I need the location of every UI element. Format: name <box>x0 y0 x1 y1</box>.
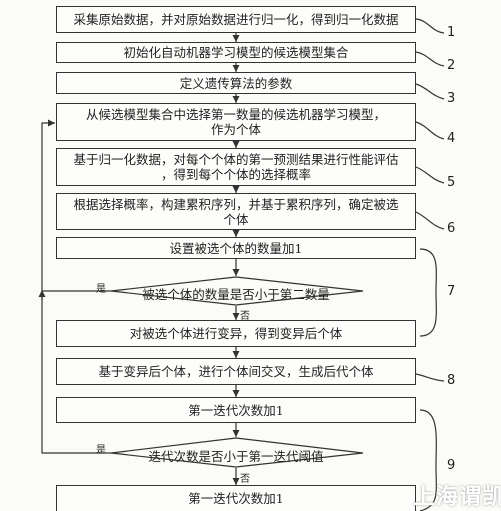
step-number-9: 9 <box>447 458 456 473</box>
step-7a-box: 设置被选个体的数量加1 <box>56 237 416 259</box>
step-number-2: 2 <box>447 58 456 73</box>
step-8-box: 基于变异后个体，进行个体间交叉，生成后代个体 <box>56 358 416 385</box>
step-number-1: 1 <box>447 25 456 40</box>
step-9a-box: 第一迭代次数加1 <box>56 397 416 423</box>
decision-1-yes-label: 是 <box>96 284 106 295</box>
decision-1-no-label: 否 <box>240 311 250 322</box>
step-number-8: 8 <box>447 373 456 388</box>
step-2-box: 初始化自动机器学习模型的候选模型集合 <box>56 42 416 63</box>
step-7b-box: 对被选个体进行变异，得到变异后个体 <box>56 320 416 347</box>
step-number-4: 4 <box>447 131 456 146</box>
step-number-3: 3 <box>447 91 456 106</box>
step-4-box: 从候选模型集合中选择第一数量的候选机器学习模型， 作为个体 <box>56 103 416 141</box>
decision-diamond-1 <box>110 276 364 306</box>
decision-2-no-label: 否 <box>240 474 250 485</box>
step-6-box: 根据选择概率，构建累积序列，并基于累积序列，确定被选 个体 <box>56 193 416 230</box>
step-number-7: 7 <box>447 284 456 299</box>
step-5-box: 基于归一化数据，对每个个体的第一预测结果进行性能评估 ，得到每个个体的选择概率 <box>56 148 416 186</box>
step-1-box: 采集原始数据，并对原始数据进行归一化，得到归一化数据 <box>56 6 416 33</box>
step-number-6: 6 <box>447 221 456 236</box>
decision-1-text: 被选个体的数量是否小于第二数量 <box>142 287 330 302</box>
step-9b-box: 第一迭代次数加1 <box>56 485 416 511</box>
decision-2-yes-label: 是 <box>96 445 106 456</box>
step-number-5: 5 <box>447 175 456 190</box>
decision-diamond-2 <box>110 437 364 468</box>
watermark-text: 上海谓凯 <box>412 485 501 510</box>
decision-2-text: 迭代次数是否小于第一迭代阈值 <box>148 449 324 464</box>
step-3-box: 定义遗传算法的参数 <box>56 72 416 94</box>
